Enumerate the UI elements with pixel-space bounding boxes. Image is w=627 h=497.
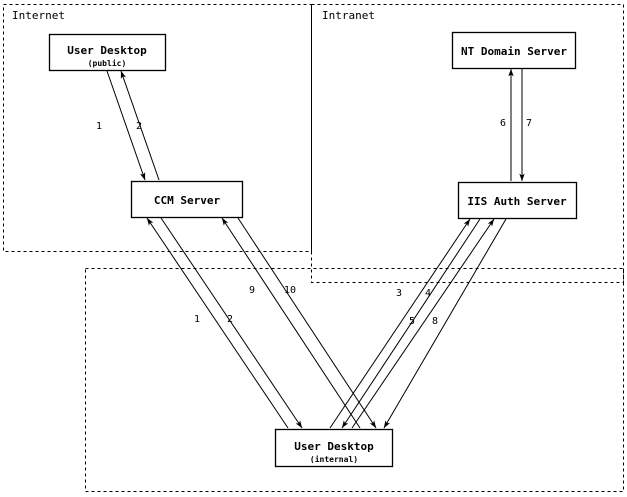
node-title-ccm-server: CCM Server (154, 194, 221, 207)
edge-step-10 (237, 217, 377, 429)
edge-step-4 (341, 218, 481, 429)
node-box-user-desktop-public[interactable] (48, 33, 167, 72)
edge-step-9 (221, 217, 361, 429)
edge-label-step-2-public: 2 (136, 121, 142, 132)
node-nt-domain-server[interactable]: NT Domain Server (451, 31, 577, 70)
edge-label-step-9: 9 (249, 285, 255, 296)
zone-intranet-box (311, 4, 624, 283)
edge-label-step-5: 5 (409, 316, 415, 327)
node-subtitle-user-desktop-internal: (internal) (310, 454, 358, 464)
zone-labels: Internet Intranet (12, 9, 375, 22)
node-user-desktop-internal[interactable]: User Desktop (internal) (274, 428, 394, 468)
node-ccm-server[interactable]: CCM Server (130, 180, 244, 219)
node-title-nt-domain-server: NT Domain Server (461, 45, 567, 58)
zone-boundaries (3, 4, 624, 492)
edge-label-step-7: 7 (526, 118, 532, 129)
node-subtitle-user-desktop-public: (public) (88, 58, 127, 68)
edge-label-step-8: 8 (432, 316, 438, 327)
edge-label-step-3: 3 (396, 288, 402, 299)
node-title-user-desktop-public: User Desktop (67, 44, 147, 57)
edge-label-step-10: 10 (284, 285, 296, 296)
flow-edges (106, 68, 525, 429)
edge-step-1-internal (146, 217, 289, 429)
edge-step-2-public (120, 70, 160, 181)
node-box-user-desktop-internal[interactable] (274, 428, 394, 468)
edge-step-1-public (106, 70, 146, 181)
edge-step-2-internal (160, 217, 303, 429)
zone-label-intranet: Intranet (322, 9, 375, 22)
edge-step-5 (351, 218, 495, 429)
node-user-desktop-public[interactable]: User Desktop (public) (48, 33, 167, 72)
edge-label-step-1-internal: 1 (194, 314, 200, 325)
node-title-user-desktop-internal: User Desktop (294, 440, 374, 453)
edge-label-step-4: 4 (425, 288, 431, 299)
edge-step-8 (383, 218, 507, 429)
edge-labels: 1 2 1 2 9 10 3 4 5 8 6 7 (96, 118, 532, 327)
edge-label-step-6: 6 (500, 118, 506, 129)
node-title-iis-auth-server: IIS Auth Server (467, 195, 567, 208)
edge-step-3 (329, 218, 471, 429)
node-iis-auth-server[interactable]: IIS Auth Server (457, 181, 578, 220)
zone-internal-lan-box (85, 268, 624, 492)
zone-label-internet: Internet (12, 9, 65, 22)
edge-label-step-2-internal: 2 (227, 314, 233, 325)
node-box-iis-auth-server[interactable] (457, 181, 578, 220)
node-box-ccm-server[interactable] (130, 180, 244, 219)
edge-label-step-1-public: 1 (96, 121, 102, 132)
node-box-nt-domain-server[interactable] (451, 31, 577, 70)
zone-internet-box (3, 4, 312, 252)
